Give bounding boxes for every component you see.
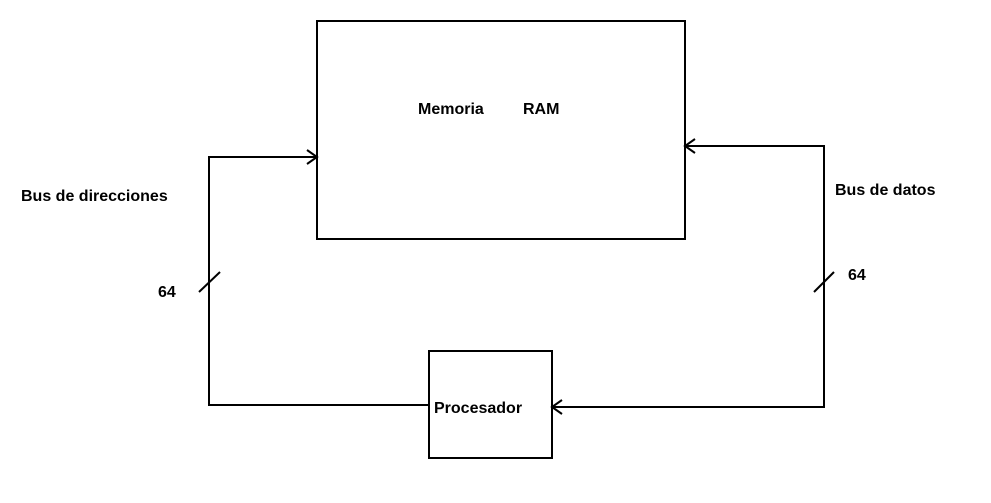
address-bus-width-label: 64 <box>158 284 176 301</box>
data-bus-label: Bus de datos <box>835 182 936 199</box>
data-bus-width-label: 64 <box>848 267 866 284</box>
memory-label-1: Memoria <box>418 101 484 118</box>
address-bus-width-slash <box>198 271 221 293</box>
address-bus-arrowhead <box>306 149 319 165</box>
memory-box <box>316 20 686 240</box>
processor-label: Procesador <box>434 400 523 417</box>
data-bus-width-slash <box>813 271 835 293</box>
data-bus-arrowhead-memory <box>683 138 696 154</box>
memory-label-2: RAM <box>523 101 560 118</box>
address-bus-line <box>208 156 429 406</box>
address-bus-label: Bus de direcciones <box>21 188 168 205</box>
data-bus-arrowhead-processor <box>550 399 563 415</box>
data-bus-line <box>552 145 825 408</box>
